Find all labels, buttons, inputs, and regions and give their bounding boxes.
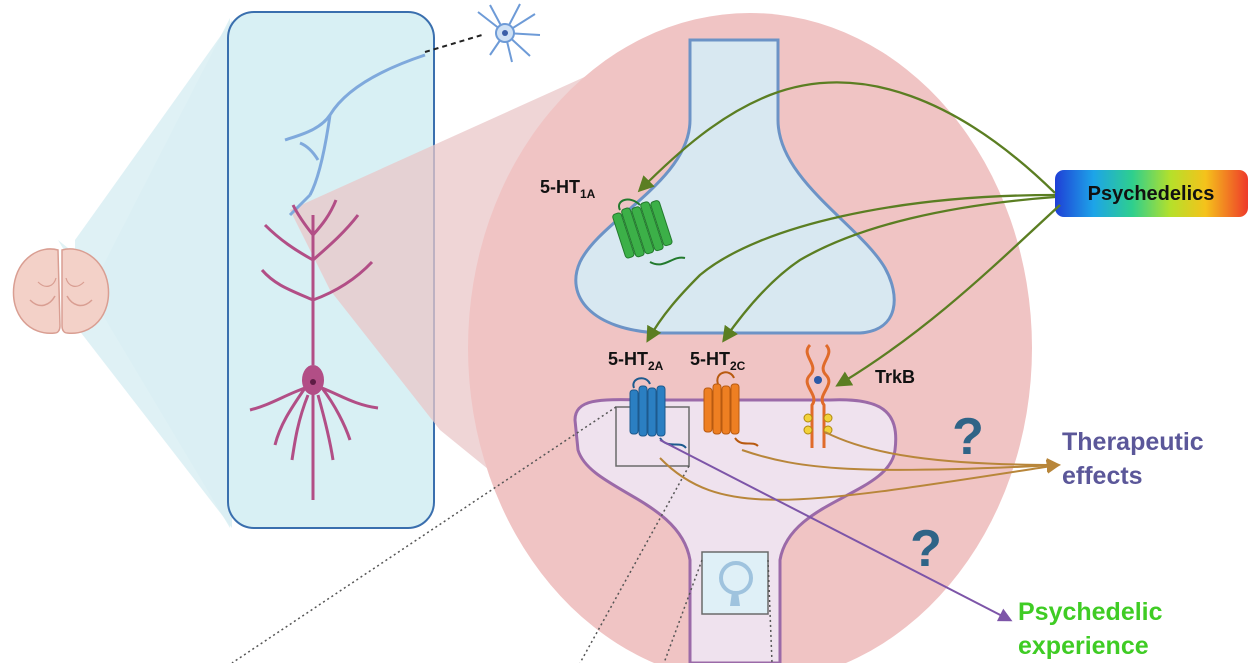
label-5ht1a: 5-HT1A: [540, 177, 596, 201]
label-5ht2c-base: 5-HT: [690, 349, 730, 369]
therapeutic-arrows: [659, 431, 1061, 501]
label-5ht1a-base: 5-HT: [540, 177, 580, 197]
psychedelic-binding-arrows: [637, 81, 1061, 387]
label-5ht2c-sub: 2C: [730, 359, 746, 373]
gpcr-receptor-icon-2c: [703, 371, 759, 447]
label-5ht2a: 5-HT2A: [608, 349, 664, 373]
arrow-to-5ht2c: [722, 195, 1056, 343]
synapse-zoom-circle: [468, 13, 1032, 668]
brain-section-icon: [12, 248, 110, 334]
label-5ht2c: 5-HT2C: [690, 349, 746, 373]
question-mark-icon: ?: [952, 408, 984, 466]
zoom-wedge-brain-inner: [75, 20, 232, 528]
pyramidal-neuron-icon: [249, 199, 379, 500]
arrow-to-5ht1a: [637, 81, 1056, 194]
neuron-link-dash: [424, 34, 483, 53]
label-5ht2a-base: 5-HT: [608, 349, 648, 369]
apical-dendrite: [284, 53, 426, 217]
label-5ht1a-sub: 1A: [580, 187, 596, 201]
gpcr-receptor-icon-2a: [629, 377, 687, 449]
gpcr-receptor-icon: [612, 198, 686, 266]
psychedelics-badge: [1055, 170, 1248, 217]
experience-arrow: [659, 439, 1013, 622]
therapeutic-effects-line1: Therapeutic: [1062, 428, 1204, 456]
psychedelics-label: Psychedelics: [1088, 183, 1215, 205]
neuron-icon: [477, 3, 541, 63]
label-5ht2a-sub: 2A: [648, 359, 664, 373]
zoom-dotted-lines: [231, 406, 773, 664]
question-mark-icon-2: ?: [910, 520, 942, 578]
arrow-to-5ht2a: [646, 193, 1056, 343]
psychedelic-experience-line2: experience: [1018, 632, 1149, 660]
trkb-receptor-icon: [803, 343, 833, 448]
label-trkb: TrkB: [875, 367, 915, 387]
therapeutic-effects-line2: effects: [1062, 462, 1143, 490]
psychedelic-experience-line1: Psychedelic: [1018, 598, 1163, 626]
vesicle-icon: [719, 561, 753, 606]
arrow-to-trkb: [835, 204, 1061, 387]
